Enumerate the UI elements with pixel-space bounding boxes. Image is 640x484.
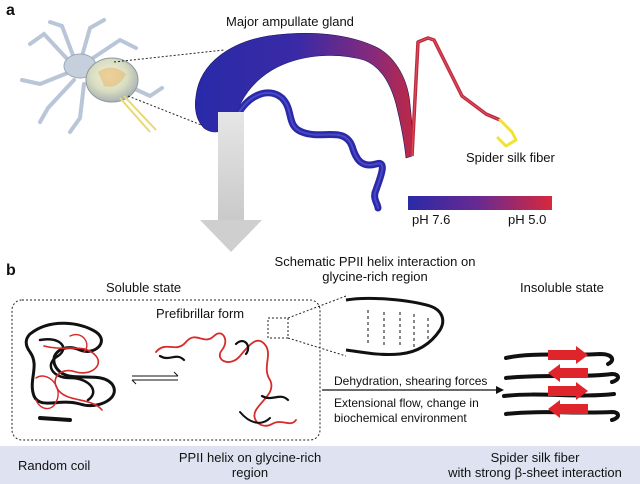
fiber-caption-line2: with strong β-sheet interaction [430,465,640,480]
fiber-caption-prefix: with strong [448,465,515,480]
ph-right-label: pH 5.0 [508,212,547,227]
ppii-title-line2: glycine-rich region [322,269,428,284]
soluble-state-label: Soluble state [106,280,182,295]
bottom-caption-band [0,446,640,484]
ppii-caption-line1: PPII helix on glycine-rich [178,450,322,465]
spider-illustration [20,18,164,134]
equilibrium-arrows [131,371,179,385]
ppii-caption-line2: region [231,465,269,480]
random-coil-drawing [24,321,116,422]
ppii-title: Schematic PPII helix interaction on glyc… [262,254,488,284]
fiber-caption: Spider silk fiber with strong β-sheet in… [430,450,640,480]
process-top-label: Dehydration, shearing forces [334,374,488,388]
ppii-caption: PPII helix on glycine-rich region [160,450,340,480]
ppii-title-line1: Schematic PPII helix interaction on [274,254,476,269]
soluble-state-box [11,299,321,441]
fiber-label: Spider silk fiber [466,150,555,165]
zoom-box [267,317,289,339]
insoluble-state-label: Insoluble state [520,280,604,295]
process-bottom-label: Extensional flow, change in biochemical … [334,396,479,426]
major-ampullate-gland [194,33,518,212]
ph-gradient-bar [408,196,552,210]
process-arrow [322,386,504,394]
prefibrillar-form-label: Prefibrillar form [156,306,245,321]
process-bottom-line1: Extensional flow, change in [334,396,479,410]
prefibrillar-form-drawing [155,332,297,427]
zoom-lines-b [287,295,347,357]
random-coil-caption: Random coil [18,458,91,473]
ph-left-label: pH 7.6 [412,212,451,227]
fiber-caption-suffix: -sheet interaction [522,465,622,480]
beta-symbol: β [514,465,523,480]
panel-letter-b: b [6,262,16,279]
panel-letter-a: a [6,2,15,19]
process-down-arrow [200,112,262,252]
process-bottom-line2: biochemical environment [334,411,467,425]
gland-label: Major ampullate gland [226,14,354,29]
beta-sheet-fiber [502,346,620,422]
zoom-lines [113,49,225,131]
fiber-caption-line1: Spider silk fiber [490,450,580,465]
ppii-helix-schematic [345,296,445,356]
